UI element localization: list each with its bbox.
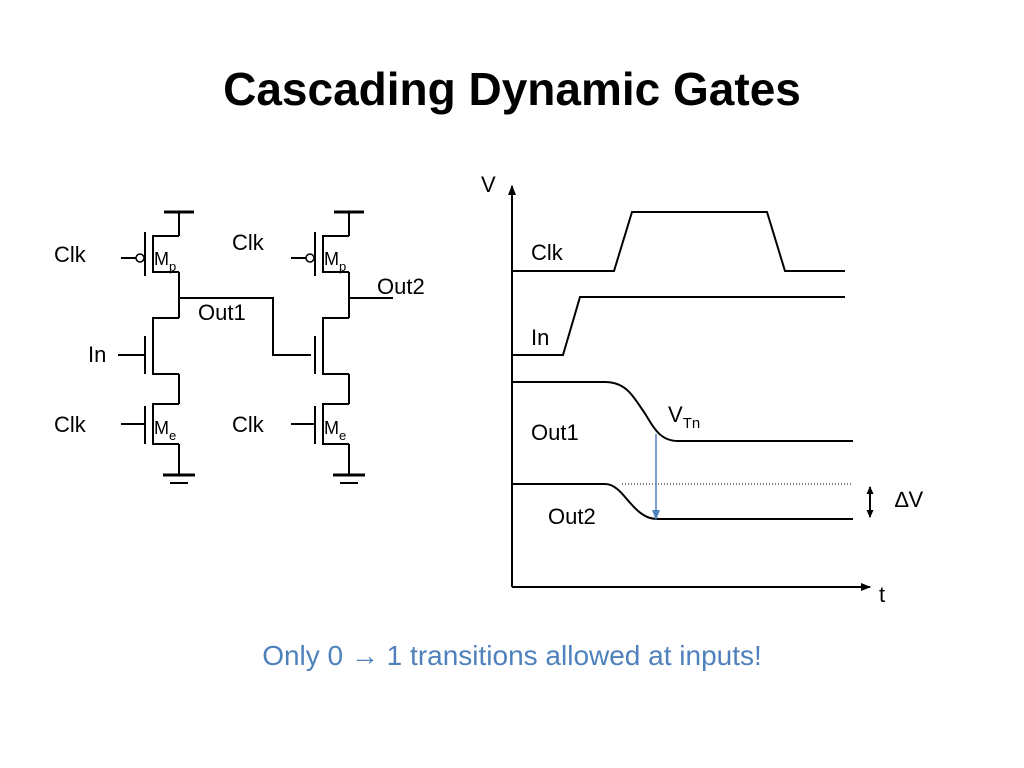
- clk-waveform: [512, 211, 845, 272]
- in-wave-label: In: [531, 325, 549, 350]
- mp-label-stage1: Mp: [154, 249, 176, 274]
- pmos-mp-stage1: Mp: [121, 232, 179, 276]
- nmos-out1-input-stage2: [314, 317, 349, 375]
- clk-label-mp-stage2: Clk: [232, 230, 265, 255]
- vdd-symbol-stage2: [334, 210, 364, 236]
- out2-wave-label: Out2: [548, 504, 596, 529]
- v-axis-label: V: [481, 172, 496, 197]
- dynamic-gate-circuit: Mp Me: [54, 210, 425, 484]
- stage2: Mp Me: [232, 210, 425, 484]
- vtn-label: VTn: [668, 402, 700, 432]
- nmos-me-stage1: Me: [121, 403, 179, 445]
- clk-label-mp-stage1: Clk: [54, 242, 87, 267]
- out1-wire: [179, 297, 311, 356]
- ground-symbol-stage1: [163, 444, 195, 484]
- me-label-stage1: Me: [154, 418, 176, 443]
- in-label-stage1: In: [88, 342, 106, 367]
- out1-waveform: [512, 381, 853, 442]
- clk-label-me-stage2: Clk: [232, 412, 265, 437]
- nmos-me-stage2: Me: [291, 403, 349, 445]
- out2-label: Out2: [377, 274, 425, 299]
- in-waveform: [512, 296, 845, 356]
- clk-wave-label: Clk: [531, 240, 564, 265]
- me-label-stage2: Me: [324, 418, 346, 443]
- vdd-symbol-stage1: [164, 210, 194, 236]
- delta-v-label: ∆V: [895, 487, 923, 512]
- mp-label-stage2: Mp: [324, 249, 346, 274]
- out1-label: Out1: [198, 300, 246, 325]
- stage1: Mp Me: [54, 210, 311, 484]
- t-axis-label: t: [879, 582, 885, 607]
- out1-wave-label: Out1: [531, 420, 579, 445]
- clk-label-me-stage1: Clk: [54, 412, 87, 437]
- nmos-in-stage1: [118, 317, 179, 375]
- caption: Only 0 → 1 transitions allowed at inputs…: [262, 640, 762, 671]
- ground-symbol-stage2: [333, 444, 365, 484]
- pmos-mp-stage2: Mp: [291, 232, 349, 276]
- slide-title: Cascading Dynamic Gates: [223, 63, 801, 115]
- timing-diagram: V t Clk In Out1 VTn Out2: [481, 172, 923, 607]
